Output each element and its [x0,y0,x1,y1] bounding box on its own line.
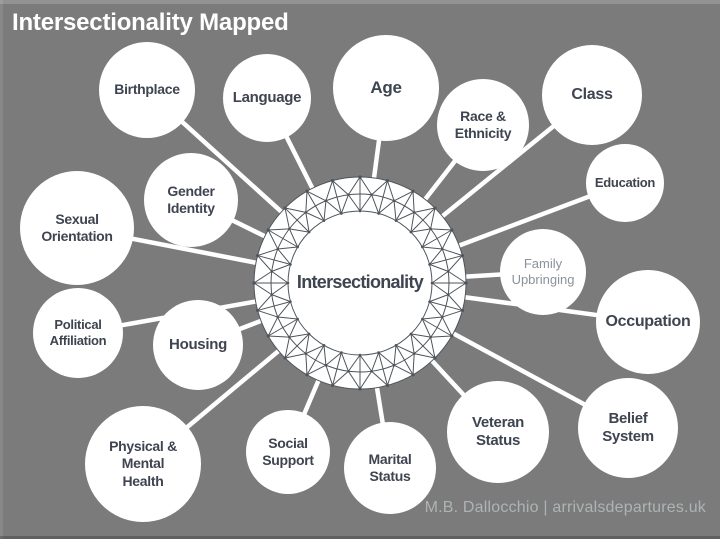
node-birthplace: Birthplace [99,42,195,138]
node-label: Veteran Status [471,413,525,449]
node-label: Education [594,175,656,191]
credit-line: M.B. Dallocchio | arrivalsdepartures.uk [424,499,706,516]
node-occupation: Occupation [596,270,700,374]
node-housing: Housing [153,300,243,390]
node-label: Marital Status [368,450,412,484]
edge-vignette-left [0,0,3,539]
node-family-upbringing: Family Upbringing [500,229,586,315]
node-race-ethnicity: Race & Ethnicity [437,79,529,171]
node-belief-system: Belief System [578,378,678,478]
node-gender-identity: Gender Identity [144,153,238,247]
node-label: Occupation [605,313,691,331]
node-label: Family Upbringing [511,256,575,287]
edge-vignette-top [0,0,720,4]
geodesic-ring-pattern [252,175,468,391]
node-label: Gender Identity [167,182,215,216]
node-label: Class [571,86,613,104]
node-label: Political Affiliation [49,317,107,348]
node-education: Education [586,144,664,222]
node-label: Physical & Mental Health [109,438,177,489]
node-label: Age [370,77,402,97]
node-label: Sexual Orientation [41,210,113,244]
node-sexual-orientation: Sexual Orientation [20,171,134,285]
node-label: Birthplace [114,81,180,98]
edge-vignette-bottom [0,536,720,539]
node-label: Housing [169,335,227,353]
page-title: Intersectionality Mapped [12,9,289,36]
node-veteran-status: Veteran Status [447,381,549,483]
node-social-support: Social Support [246,410,330,494]
node-age: Age [333,35,439,141]
node-label: Social Support [262,434,314,468]
node-language: Language [223,54,311,142]
node-class: Class [542,45,642,145]
node-marital-status: Marital Status [344,422,436,514]
hub-label: Intersectionality [296,272,424,292]
node-label: Language [232,88,302,106]
node-physical-mental-health: Physical & Mental Health [85,406,201,522]
node-label: Belief System [602,409,654,445]
node-political-affiliation: Political Affiliation [33,288,123,378]
node-label: Race & Ethnicity [454,107,512,141]
